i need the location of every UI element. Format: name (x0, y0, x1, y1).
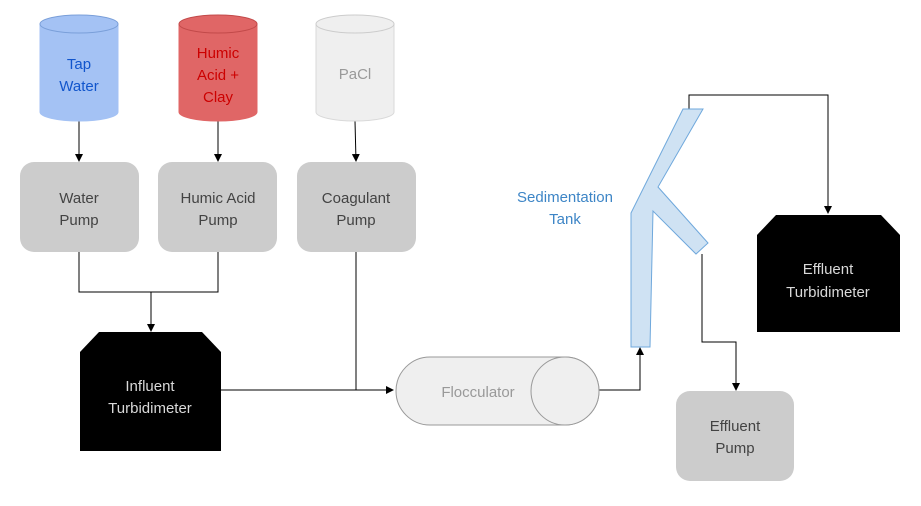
pacl-body (315, 23, 395, 122)
sedimentation-tank-label-line2: Tank (549, 211, 581, 228)
influent-turbidimeter-label-line2: Turbidimeter (108, 400, 192, 417)
sedimentation-tank: Sedimentation Tank (517, 108, 709, 348)
sedimentation-tank-label-line1: Sedimentation (517, 189, 613, 206)
humic-clay-top (178, 14, 258, 34)
pacl-label: PaCl (339, 66, 372, 83)
effluent-pump-label-line2: Pump (715, 440, 754, 457)
effluent-turbidimeter-label-line1: Effluent (803, 261, 854, 278)
coagulant-pump-label-line1: Coagulant (322, 190, 391, 207)
pacl-top (315, 14, 395, 34)
pacl-tank: PaCl (315, 14, 395, 122)
coagulant-pump-label-line2: Pump (336, 212, 375, 229)
tap-water-label-line2: Water (59, 78, 98, 95)
humic-clay-label-line2: Acid + (197, 67, 239, 84)
effluent-pump: Effluent Pump (676, 391, 794, 481)
effluent-pump-label-line1: Effluent (710, 418, 761, 435)
humic-acid-pump: Humic Acid Pump (158, 162, 277, 252)
influent-turbidimeter-label-line1: Influent (125, 378, 175, 395)
effluent-turbidimeter: Effluent Turbidimeter (757, 215, 900, 332)
connectors (75, 94, 832, 394)
arrow-flocculator-to-tank (599, 347, 644, 391)
influent-turbidimeter: Influent Turbidimeter (80, 332, 221, 451)
effluent-turbidimeter-box (757, 215, 900, 332)
humic-clay-label-line3: Clay (203, 89, 234, 106)
tap-water-top (39, 14, 119, 34)
tap-water-tank: Tap Water (39, 14, 119, 122)
arrow-tank-to-effluent-pump (701, 254, 740, 391)
humic-acid-pump-label-line2: Pump (198, 212, 237, 229)
arrow-tank-to-effluent-turbidimeter (688, 94, 832, 214)
effluent-turbidimeter-label-line2: Turbidimeter (786, 284, 870, 301)
humic-acid-pump-box (158, 162, 277, 252)
effluent-pump-box (676, 391, 794, 481)
water-pump: Water Pump (20, 162, 139, 252)
humic-clay-tank: Humic Acid + Clay (178, 14, 258, 122)
sedimentation-tank-shape (630, 108, 709, 348)
humic-clay-body (178, 23, 258, 122)
line-water-pump-merge (78, 252, 219, 293)
flocculator: Flocculator (395, 356, 600, 426)
arrow-pacl-to-coagulant-pump (351, 120, 360, 162)
humic-acid-pump-label-line1: Humic Acid (180, 190, 255, 207)
tap-water-body (39, 23, 119, 122)
influent-turbidimeter-box (80, 332, 221, 451)
tap-water-label-line1: Tap (67, 56, 91, 73)
flocculator-end-cap (530, 356, 600, 426)
coagulant-pump: Coagulant Pump (297, 162, 416, 252)
water-pump-label-line2: Pump (59, 212, 98, 229)
flocculator-label: Flocculator (441, 384, 514, 401)
water-pump-label-line1: Water (59, 190, 98, 207)
water-pump-box (20, 162, 139, 252)
coagulant-pump-box (297, 162, 416, 252)
humic-clay-label-line1: Humic (197, 45, 240, 62)
